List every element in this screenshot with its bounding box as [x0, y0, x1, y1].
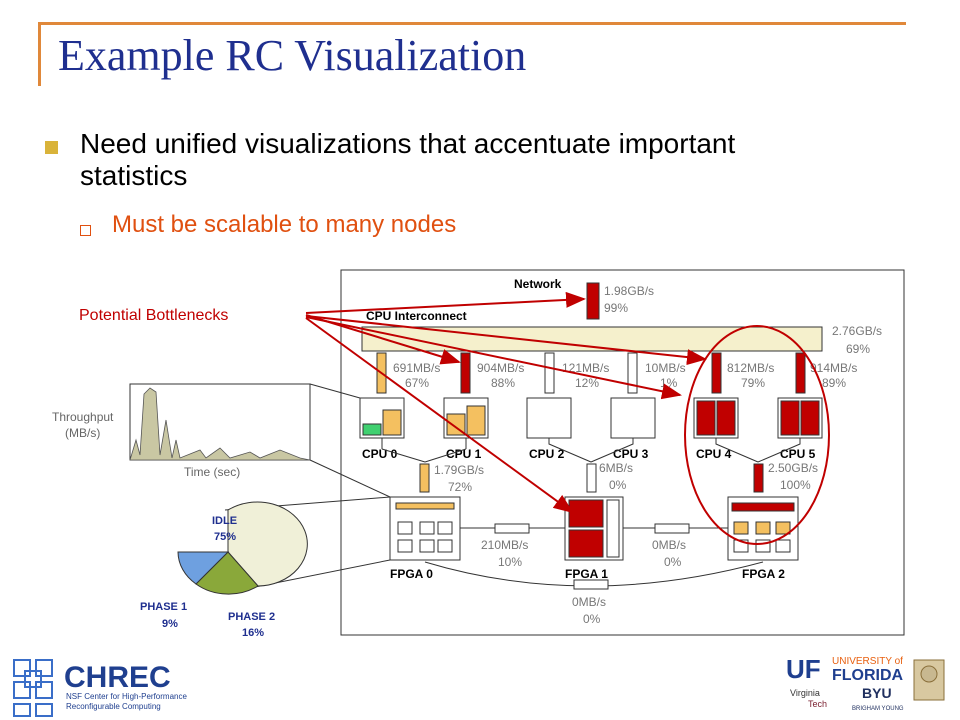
- pie-slice-phase1: [177, 551, 230, 585]
- fpga-interlink-pct-2: 0%: [583, 612, 601, 626]
- cpu-label-5: CPU 5: [780, 447, 816, 461]
- cpu-link-bar-1: [460, 352, 471, 394]
- cpu-label-2: CPU 2: [529, 447, 565, 461]
- byu-mark: BYU: [862, 685, 892, 701]
- fpga-label-1: FPGA 1: [565, 567, 608, 581]
- interconnect-rate: 2.76GB/s: [832, 324, 882, 338]
- throughput-label: Throughput: [52, 410, 114, 424]
- potential-bottlenecks-label: Potential Bottlenecks: [79, 307, 228, 324]
- bullet-text: Need unified visualizations that accentu…: [80, 128, 736, 191]
- fpga-link-bar-0: [419, 463, 430, 493]
- cpu-boxes: [359, 397, 823, 439]
- link-pct-1: 88%: [491, 376, 515, 390]
- sub-bullet-square-icon: [80, 225, 91, 236]
- fpga-interlink-rate-2: 0MB/s: [572, 595, 606, 609]
- network-rate: 1.98GB/s: [604, 284, 654, 298]
- chrec-subtitle-2: Reconfigurable Computing: [66, 702, 161, 711]
- byu-sub: BRIGHAM YOUNG: [852, 706, 904, 712]
- pie-label-phase1: PHASE 1: [140, 601, 187, 613]
- cpu-label-1: CPU 1: [446, 447, 482, 461]
- chrec-wordmark: CHREC: [64, 661, 171, 694]
- cpu-link-bar-2: [544, 352, 555, 394]
- fpga-interlink-bar-2: [573, 579, 609, 590]
- fpga-interlink-bar-1: [654, 523, 690, 534]
- pie-slice-phase2: [195, 551, 259, 595]
- bottleneck-ellipse: [684, 325, 830, 545]
- fpga-link-bar-1: [586, 463, 597, 493]
- pie-value-idle: 75%: [214, 531, 236, 543]
- cpu-label-0: CPU 0: [362, 447, 398, 461]
- title-frame-left: [38, 22, 41, 86]
- fpga-link-bar-2: [753, 463, 764, 493]
- cpu-box-2: [526, 397, 572, 439]
- university-logos: UF UNIVERSITY of FLORIDA Virginia Tech B…: [786, 654, 945, 712]
- throughput-graph: Throughput (MB/s) Time (sec): [52, 383, 391, 498]
- link-pct-0: 67%: [405, 376, 429, 390]
- fpga-link-pct-0: 72%: [448, 480, 472, 494]
- cpu-link-bar-3: [627, 352, 638, 394]
- cpu-link-bar-5: [795, 352, 806, 394]
- cpu-label-3: CPU 3: [613, 447, 649, 461]
- interconnect-pct: 69%: [846, 342, 870, 356]
- throughput-unit: (MB/s): [65, 426, 100, 440]
- fpga-link-pct-1: 0%: [609, 478, 627, 492]
- link-rate-1: 904MB/s: [477, 361, 524, 375]
- fpga-link-rate-2: 2.50GB/s: [768, 461, 818, 475]
- link-pct-4: 79%: [741, 376, 765, 390]
- fpga-boxes: [389, 496, 799, 561]
- pie-slice-idle: [227, 501, 308, 587]
- slide-title: Example RC Visualization: [58, 31, 527, 80]
- time-label: Time (sec): [184, 465, 240, 479]
- pie-value-phase1: 9%: [162, 618, 178, 630]
- bullet-square-icon: [45, 141, 58, 154]
- uf-mark: UF: [786, 654, 821, 684]
- link-pct-2: 12%: [575, 376, 599, 390]
- cpu-interconnect-label: CPU Interconnect: [366, 309, 467, 323]
- vt-tech: Tech: [808, 699, 827, 709]
- link-rate-3: 10MB/s: [645, 361, 686, 375]
- fpga-interlink-pct-0: 10%: [498, 555, 522, 569]
- cpu-box-3: [610, 397, 656, 439]
- sub-bullet-text: Must be scalable to many nodes: [112, 211, 457, 238]
- bottleneck-arrows: [305, 291, 707, 514]
- fpga-label-2: FPGA 2: [742, 567, 785, 581]
- vt-name: Virginia: [790, 688, 820, 698]
- cpu-label-4: CPU 4: [696, 447, 732, 461]
- fpga-interlink-pct-1: 0%: [664, 555, 682, 569]
- link-rate-4: 812MB/s: [727, 361, 774, 375]
- fpga-interlink-rate-0: 210MB/s: [481, 538, 528, 552]
- pie-value-phase2: 16%: [242, 627, 264, 639]
- link-pct-5: 89%: [822, 376, 846, 390]
- pie-label-phase2: PHASE 2: [228, 611, 275, 623]
- link-pct-3: 1%: [660, 376, 678, 390]
- phase-pie-chart: IDLE 75% PHASE 1 9% PHASE 2 16%: [140, 496, 391, 639]
- fpga-link-pct-2: 100%: [780, 478, 811, 492]
- uf-florida: FLORIDA: [832, 667, 904, 684]
- cpu-link-bar-4: [711, 352, 722, 394]
- network-link-bar: [586, 282, 600, 320]
- chrec-logo: CHREC NSF Center for High-Performance Re…: [13, 659, 187, 717]
- title-frame-top: [38, 22, 906, 25]
- chrec-subtitle-1: NSF Center for High-Performance: [66, 692, 187, 701]
- network-pct: 99%: [604, 301, 628, 315]
- pie-label-idle: IDLE: [212, 515, 237, 527]
- fpga-interlink-bar-0: [494, 523, 530, 534]
- network-label: Network: [514, 277, 562, 291]
- fpga-interlink-rate-1: 0MB/s: [652, 538, 686, 552]
- uf-univ: UNIVERSITY of: [832, 656, 903, 667]
- link-rate-2: 121MB/s: [562, 361, 609, 375]
- link-rate-0: 691MB/s: [393, 361, 440, 375]
- fpga-label-0: FPGA 0: [390, 567, 433, 581]
- fpga-link-rate-1: 6MB/s: [599, 461, 633, 475]
- fpga-link-rate-0: 1.79GB/s: [434, 463, 484, 477]
- link-rate-5: 914MB/s: [810, 361, 857, 375]
